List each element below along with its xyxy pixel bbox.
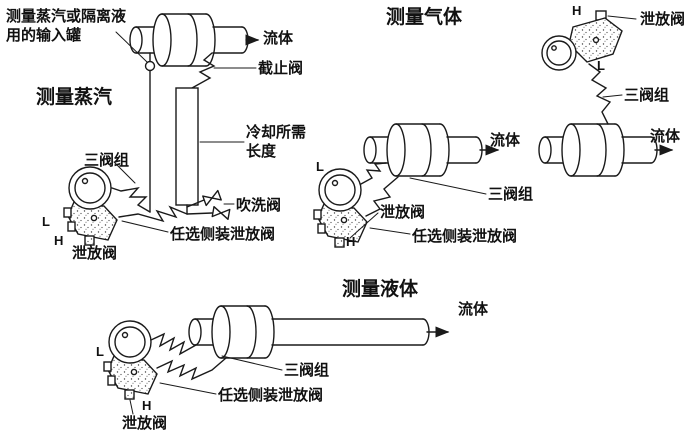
liquid-high-side-label: H <box>142 398 152 413</box>
condensate-pot-drawing <box>144 52 156 213</box>
gas-impulse-line <box>588 63 612 125</box>
cooling-length-label-line1: 冷却所需 <box>246 124 307 141</box>
purge-valve-label: 吹洗阀 <box>236 197 282 214</box>
cooling-length-label: 冷却所需 长度 <box>246 124 306 162</box>
cooling-column-drawing <box>175 87 199 206</box>
liquid-diagram <box>103 305 450 400</box>
gas-transmitter-drawing <box>541 10 623 71</box>
liquid-section-title: 测量液体 <box>342 279 419 300</box>
steam-drain-valve-label: 泄放阀 <box>72 245 118 262</box>
gas-low-side-label: L <box>597 58 605 73</box>
steam-manifold-label: 三阀组 <box>84 152 130 169</box>
input-tank-label: 测量蒸汽或隔离液 用的输入罐 <box>6 8 126 46</box>
gas-lower-optional-drain-label: 任选侧装泄放阀 <box>412 228 518 245</box>
steam-impulse-lines <box>111 186 188 223</box>
steam-diagram <box>63 13 260 246</box>
steam-pipe-drawing <box>129 13 249 67</box>
gas-upper-diagram <box>538 10 674 177</box>
liquid-transmitter-drawing <box>103 320 158 400</box>
steam-optional-drain-label: 任选侧装泄放阀 <box>170 226 276 243</box>
stop-valve-label: 截止阀 <box>258 60 304 77</box>
steam-transmitter-drawing <box>63 166 118 246</box>
steam-section-title: 测量蒸汽 <box>36 87 113 108</box>
input-tank-label-line2: 用的输入罐 <box>6 26 82 44</box>
liquid-low-side-label: L <box>96 344 104 359</box>
liquid-impulse-lines <box>150 332 227 381</box>
gas-lower-impulse-lines <box>360 162 399 217</box>
cooling-length-label-line2: 长度 <box>246 142 277 160</box>
liquid-fluid-label: 流体 <box>458 301 489 318</box>
gas-pipe-drawing <box>538 123 658 177</box>
gas-fluid-label: 流体 <box>650 128 681 145</box>
gas-lower-fluid-label: 流体 <box>490 132 521 149</box>
steam-high-side-label: H <box>54 233 64 248</box>
gas-lower-transmitter-drawing <box>313 168 368 248</box>
gas-drain-valve-label: 泄放阀 <box>640 11 686 28</box>
liquid-manifold-label: 三阀组 <box>284 362 330 379</box>
gas-lower-low-side-label: L <box>316 159 324 174</box>
gas-lower-manifold-label: 三阀组 <box>488 186 534 203</box>
liquid-optional-drain-label: 任选侧装泄放阀 <box>218 387 324 404</box>
gas-lower-high-side-label: H <box>346 234 356 249</box>
gas-manifold-label: 三阀组 <box>624 87 670 104</box>
gas-section-title: 测量气体 <box>386 7 463 28</box>
liquid-drain-valve-label: 泄放阀 <box>122 415 168 432</box>
stop-valve-zigzag <box>191 52 216 89</box>
liquid-pipe-drawing <box>188 305 430 359</box>
gas-lower-drain-valve-label: 泄放阀 <box>380 204 426 221</box>
purge-valves-drawing <box>186 189 231 221</box>
input-tank-label-line1: 测量蒸汽或隔离液 <box>6 8 127 25</box>
steam-fluid-label: 流体 <box>263 30 294 47</box>
leader-lines <box>113 15 637 415</box>
gas-lower-pipe-drawing <box>363 123 483 177</box>
steam-low-side-label: L <box>42 214 50 229</box>
gas-high-side-label: H <box>572 3 582 18</box>
gas-lower-diagram <box>313 123 500 248</box>
